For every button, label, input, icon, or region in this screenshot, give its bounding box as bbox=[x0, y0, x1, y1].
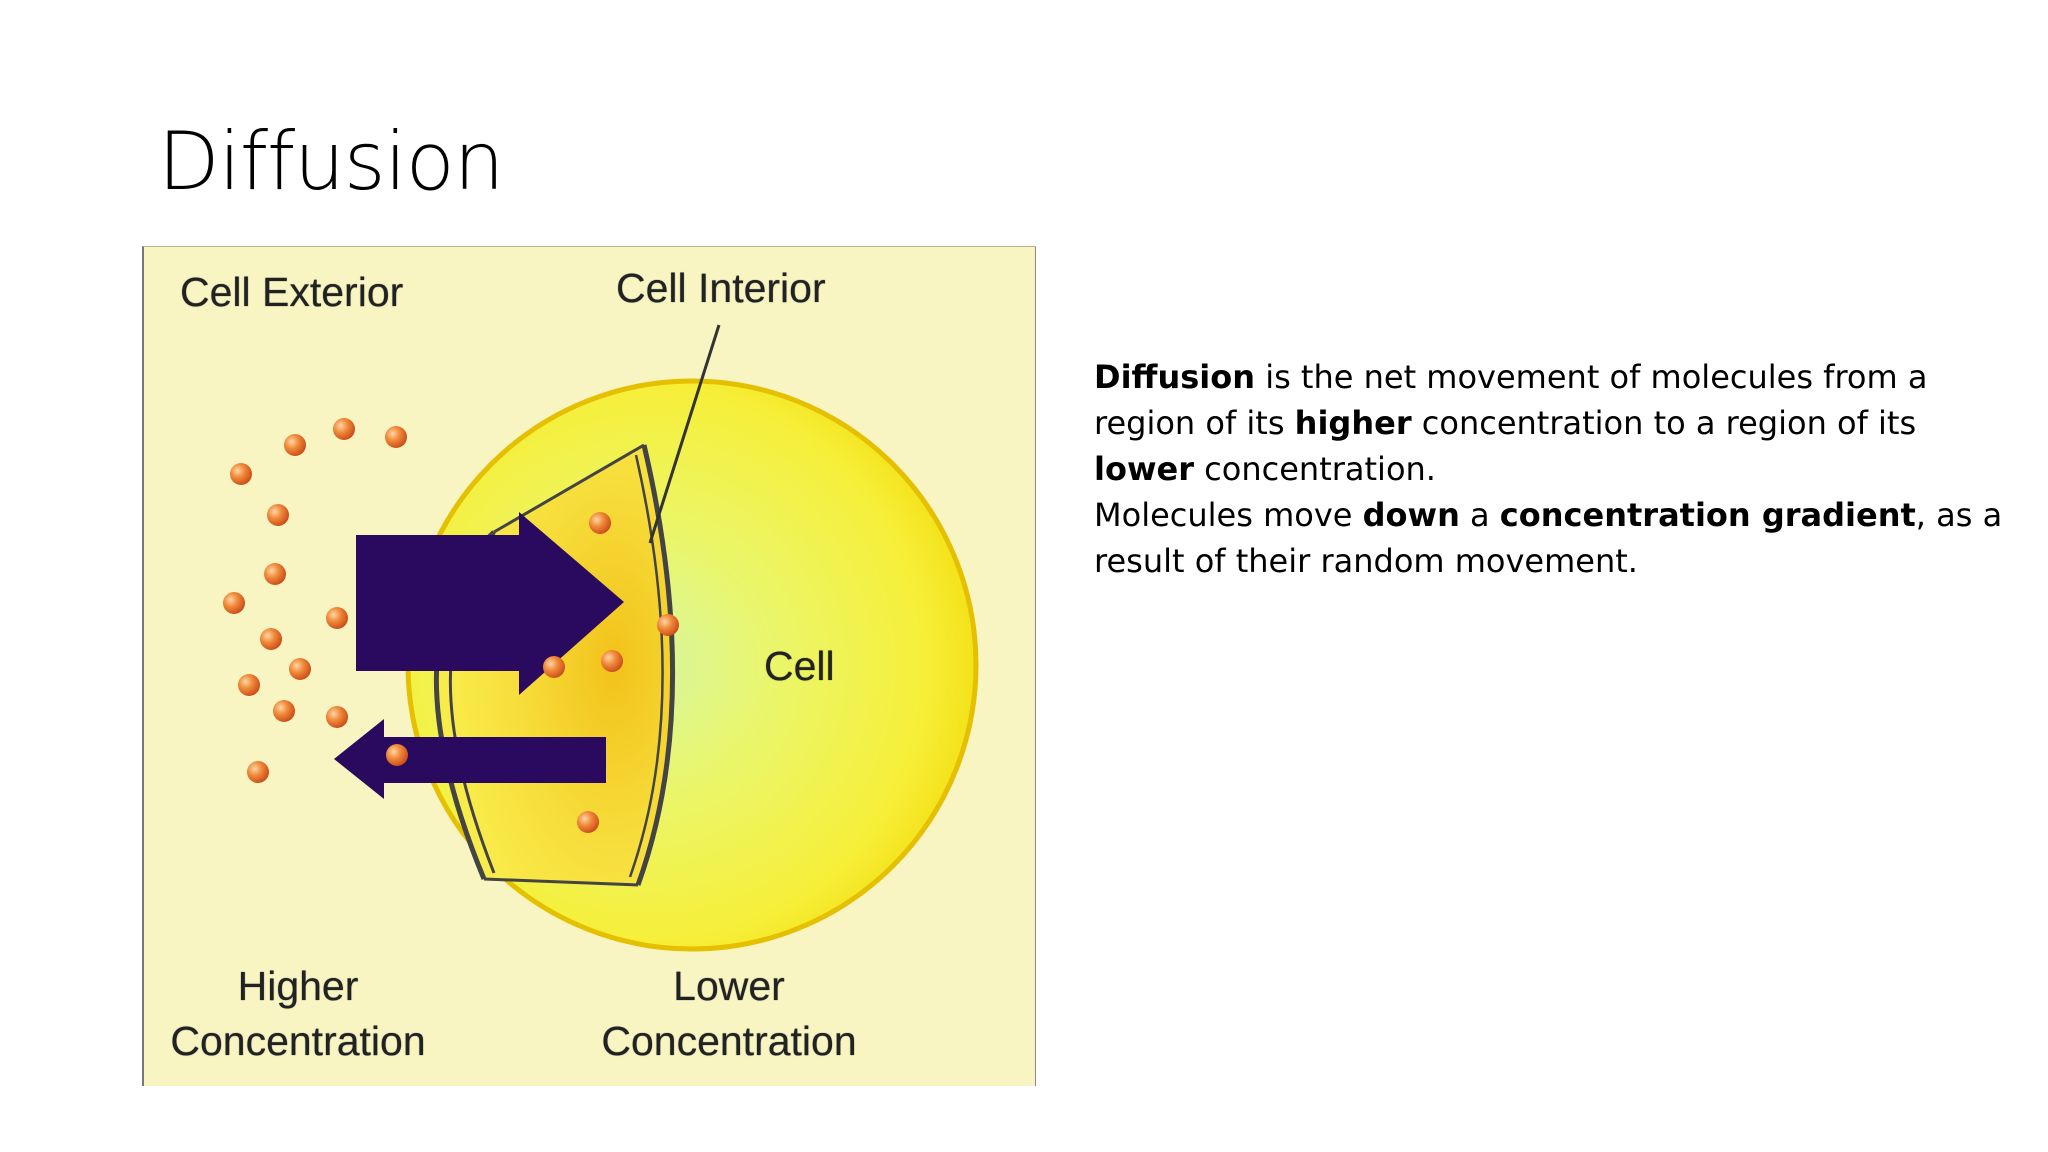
definition-paragraph: Diffusion is the net movement of molecul… bbox=[1094, 354, 2014, 492]
cell-interior-label: Cell Interior bbox=[616, 265, 826, 311]
gradient-text-2: a bbox=[1459, 496, 1500, 534]
higher-concentration-line1: Higher bbox=[237, 963, 359, 1009]
outward-arrow bbox=[334, 719, 606, 799]
molecule bbox=[267, 504, 289, 526]
molecule bbox=[223, 592, 245, 614]
molecule bbox=[385, 426, 407, 448]
higher-concentration-label: Higher Concentration bbox=[158, 959, 438, 1070]
molecules-exterior bbox=[223, 418, 408, 783]
molecule bbox=[577, 811, 599, 833]
molecule bbox=[333, 418, 355, 440]
definition-text-2: concentration to a region of its bbox=[1411, 404, 1917, 442]
term-lower: lower bbox=[1094, 450, 1194, 488]
molecule bbox=[260, 628, 282, 650]
molecule bbox=[238, 674, 260, 696]
lower-concentration-label: Lower Concentration bbox=[584, 959, 874, 1070]
molecule bbox=[601, 650, 623, 672]
cell-membrane-right-inner bbox=[628, 454, 664, 878]
molecule bbox=[543, 656, 565, 678]
molecule bbox=[326, 706, 348, 728]
molecule bbox=[247, 761, 269, 783]
body-text: Diffusion is the net movement of molecul… bbox=[1094, 354, 2014, 584]
cell-exterior-label: Cell Exterior bbox=[180, 269, 404, 315]
molecule bbox=[273, 700, 295, 722]
definition-text-3: concentration. bbox=[1194, 450, 1436, 488]
molecules-interior bbox=[543, 512, 679, 833]
diffusion-diagram: Cell Exterior Cell Interior Cell Higher … bbox=[142, 246, 1036, 1086]
cutaway-bottom-edge bbox=[483, 877, 639, 887]
gradient-text-3: , as a result of their random movement. bbox=[1094, 496, 2003, 580]
molecule bbox=[589, 512, 611, 534]
molecule bbox=[657, 614, 679, 636]
lower-concentration-line1: Lower bbox=[673, 963, 785, 1009]
cell-interior-pointer bbox=[648, 324, 721, 544]
term-concentration-gradient: concentration gradient bbox=[1499, 496, 1916, 534]
term-down: down bbox=[1362, 496, 1460, 534]
molecule bbox=[230, 463, 252, 485]
lower-concentration-line2: Concentration bbox=[601, 1018, 857, 1065]
slide-title: Diffusion bbox=[158, 115, 504, 208]
molecule bbox=[326, 607, 348, 629]
diffusion-illustration bbox=[223, 324, 979, 952]
term-diffusion: Diffusion bbox=[1094, 358, 1256, 396]
cell-label: Cell bbox=[764, 643, 835, 689]
gradient-paragraph: Molecules move down a concentration grad… bbox=[1094, 492, 2014, 584]
inward-arrow bbox=[356, 512, 624, 695]
molecule bbox=[386, 744, 408, 766]
molecule bbox=[289, 658, 311, 680]
gradient-text-1: Molecules move bbox=[1094, 496, 1363, 534]
molecule bbox=[284, 434, 306, 456]
higher-concentration-line2: Concentration bbox=[170, 1018, 426, 1065]
definition-text-1: is the net movement of molecules from a … bbox=[1094, 358, 1928, 442]
term-higher: higher bbox=[1294, 404, 1412, 442]
molecule bbox=[264, 563, 286, 585]
